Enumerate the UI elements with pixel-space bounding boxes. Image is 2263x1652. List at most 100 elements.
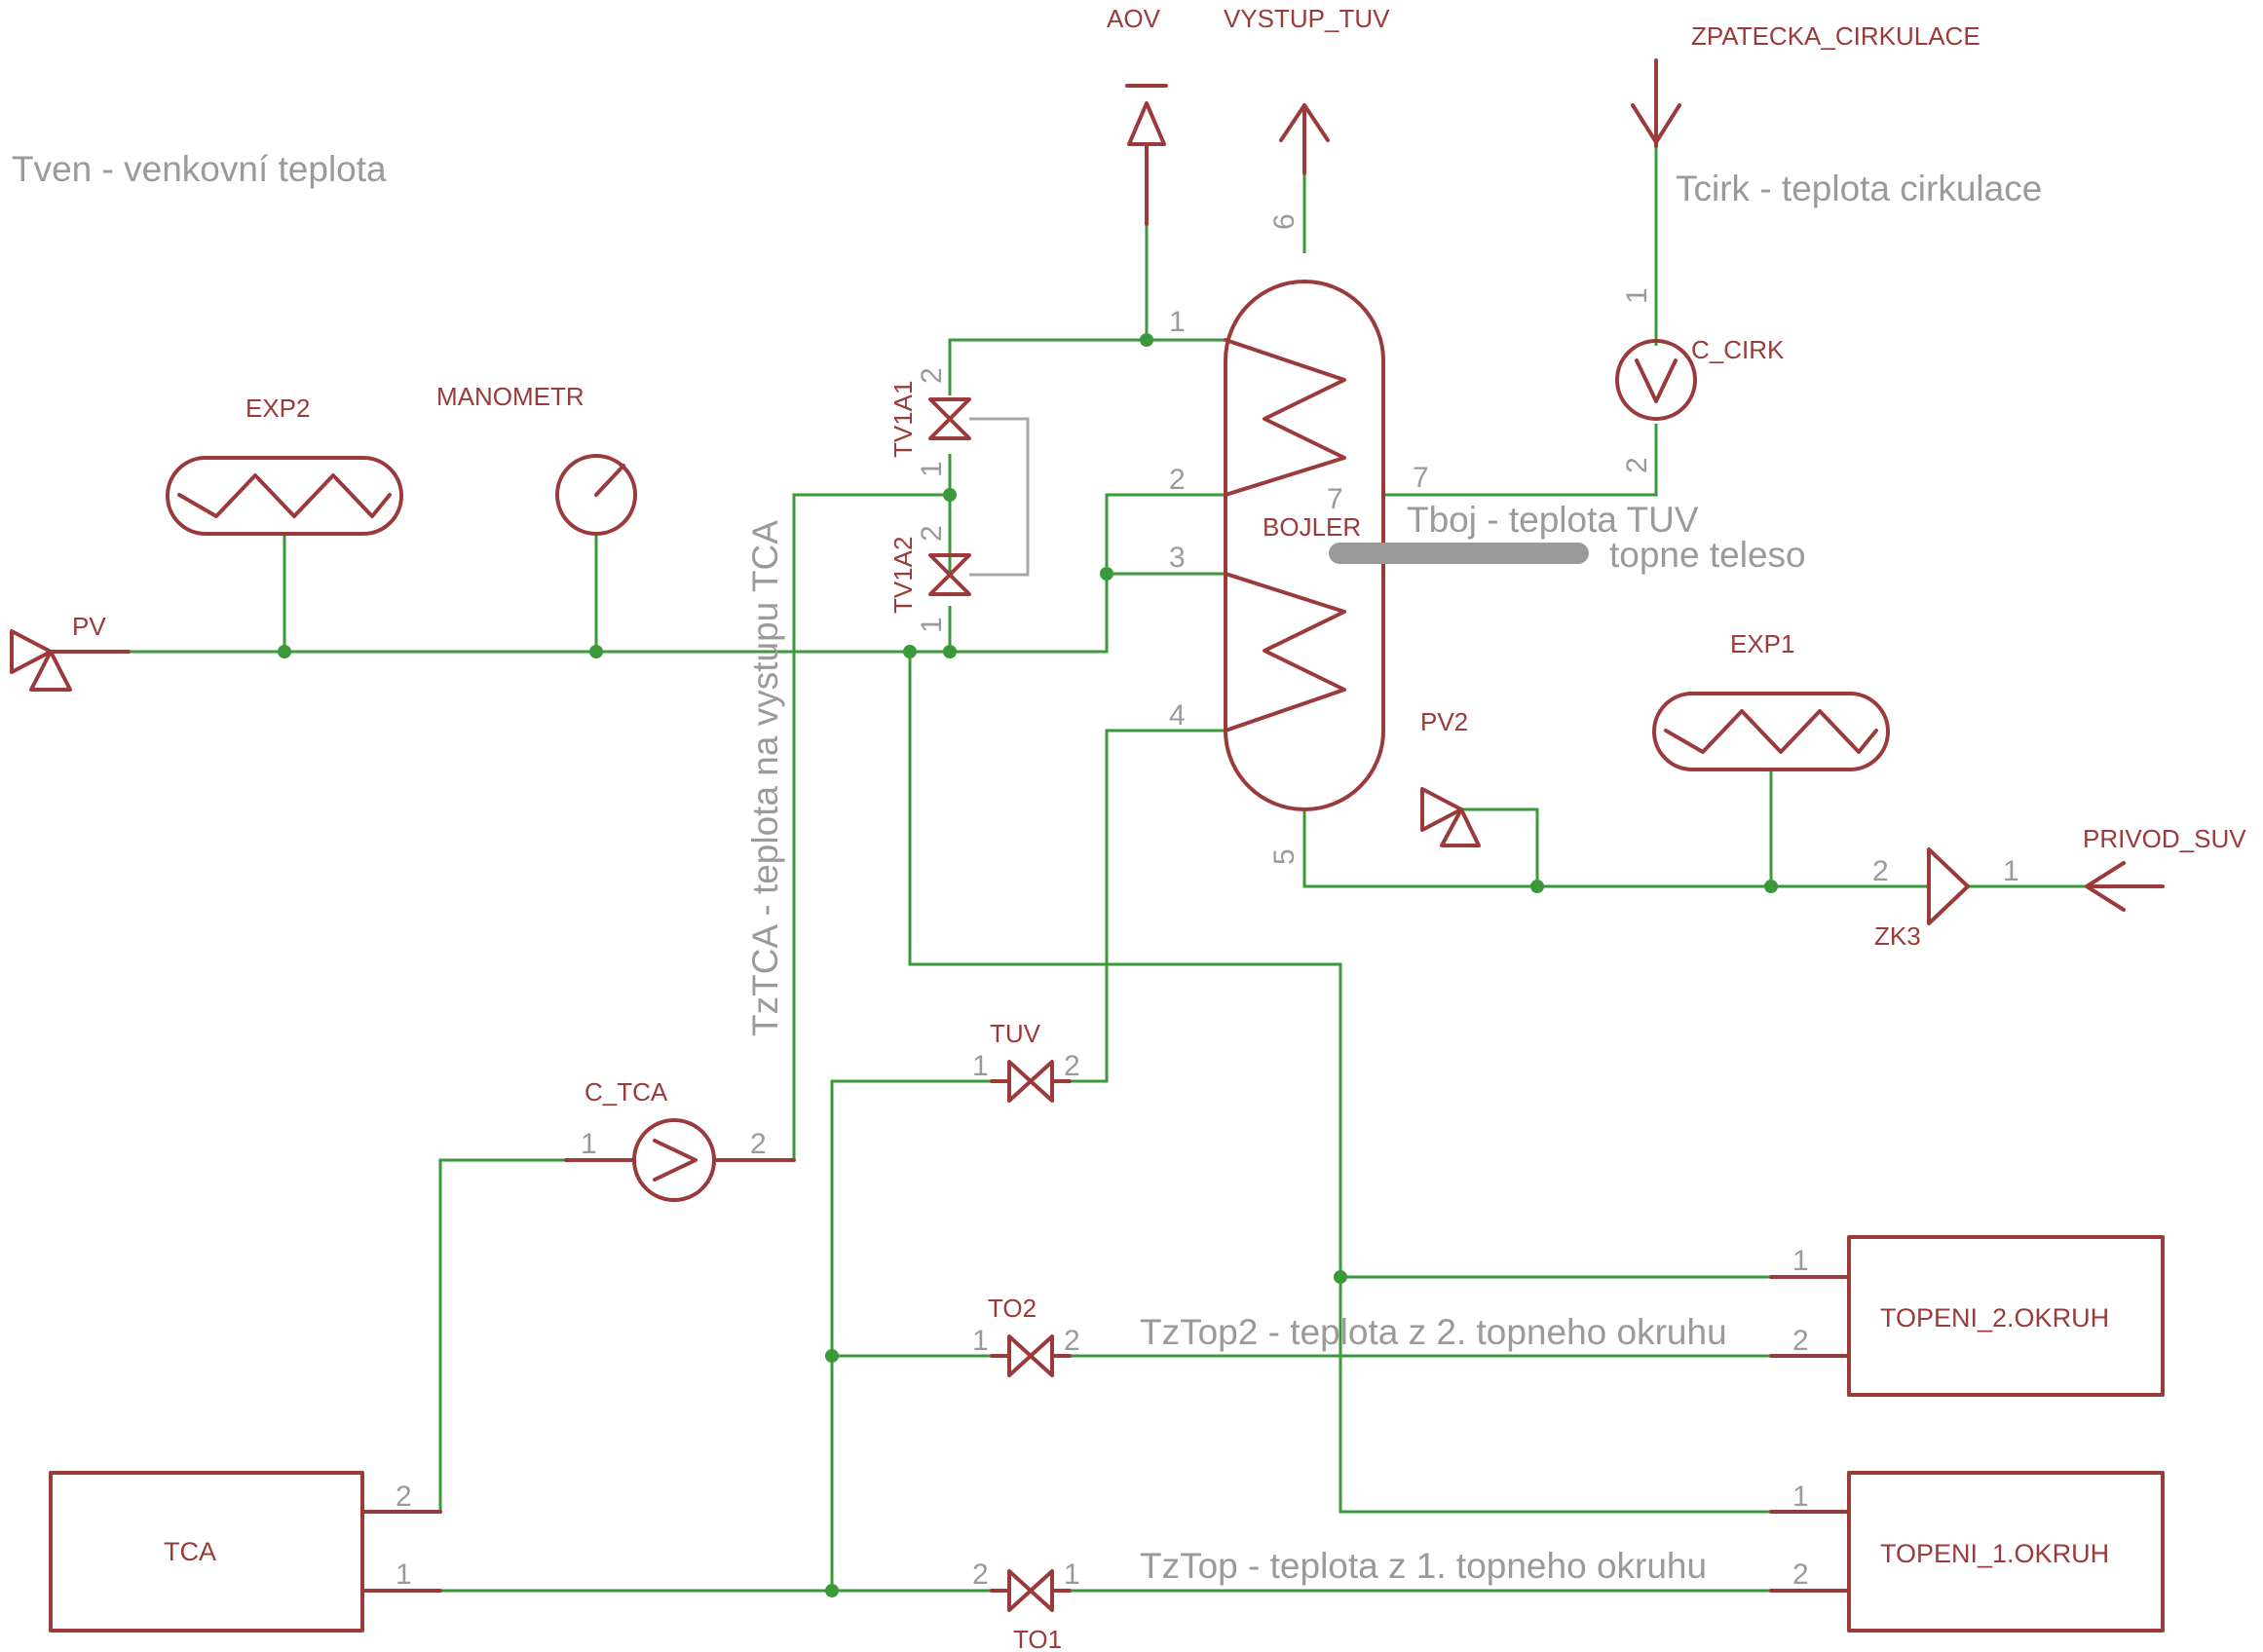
pin-number: 1: [1792, 1481, 1809, 1513]
junction-dot: [278, 645, 291, 658]
label-to1: TO1: [1013, 1625, 1062, 1652]
pv2-valve[interactable]: [1420, 787, 1481, 847]
label-c-cirk: C_CIRK: [1691, 335, 1785, 364]
pin-numbers: 1 2 3 4 7 7 6 5 1 2 2 1 2 1 2 1 1 2 1 2 …: [396, 213, 2019, 1591]
note-tven: Tven - venkovní teplota: [12, 149, 387, 189]
wire-ctca-tca: [362, 1158, 633, 1514]
wires: [129, 146, 2090, 1593]
c-cirk-pump[interactable]: [1615, 339, 1697, 421]
pin-number: 1: [1169, 306, 1186, 338]
note-tboj: Tboj - teplota TUV: [1407, 500, 1699, 540]
pin-number: 1: [2003, 855, 2019, 887]
bojler-symbol[interactable]: [1224, 280, 1385, 811]
pin-number: 1: [916, 461, 948, 477]
c-tca-pump[interactable]: [564, 1118, 796, 1202]
pin-number: 2: [916, 525, 948, 542]
exp1-symbol[interactable]: [1652, 692, 1890, 771]
junction-dot: [1334, 1270, 1347, 1284]
tca-block[interactable]: [49, 1471, 442, 1633]
pin-number: 4: [1169, 699, 1186, 732]
pin-number: 2: [750, 1128, 767, 1160]
pin-number: 1: [581, 1128, 597, 1160]
note-tztop2: TzTop2 - teplota z 2. topneho okruhu: [1140, 1312, 1727, 1352]
junction-dot: [1100, 567, 1113, 581]
pin-number: 2: [396, 1481, 412, 1513]
pin-number: 2: [1064, 1325, 1080, 1357]
zk3-check-valve[interactable]: [1927, 847, 1970, 925]
privod-suv-arrow[interactable]: [2085, 861, 2165, 912]
aov-symbol[interactable]: [1125, 84, 1168, 226]
junction-dot: [1140, 333, 1153, 347]
tv1a1-valve[interactable]: [928, 397, 971, 440]
junction-dot: [589, 645, 603, 658]
label-vystup-tuv: VYSTUP_TUV: [1224, 4, 1390, 33]
pin-number: 1: [1621, 287, 1653, 304]
pin-number: 2: [916, 367, 948, 384]
label-tca: TCA: [164, 1537, 216, 1566]
junction-dot: [943, 488, 957, 502]
to2-valve[interactable]: [990, 1334, 1072, 1377]
pin-number: 2: [1064, 1050, 1080, 1082]
pin-number: 2: [1792, 1558, 1809, 1591]
pin-number: 2: [1169, 464, 1186, 496]
topeni-2-block[interactable]: [1769, 1235, 2165, 1397]
pin-number: 2: [1621, 457, 1653, 473]
zpatecka-arrow[interactable]: [1631, 58, 1681, 148]
junction-dot: [825, 1349, 839, 1363]
vystup-tuv-arrow[interactable]: [1279, 103, 1330, 175]
pin-number: 1: [396, 1558, 412, 1591]
pin-number: 1: [972, 1050, 989, 1082]
topeni-1-block[interactable]: [1769, 1471, 2165, 1633]
wire-pv2: [1461, 807, 1539, 886]
valve-actuator-link: [969, 417, 1030, 577]
note-tcirk: Tcirk - teplota cirkulace: [1676, 169, 2042, 208]
label-topeni-2: TOPENI_2.OKRUH: [1880, 1303, 2109, 1333]
pin-number: 1: [1064, 1558, 1080, 1591]
junctions: [278, 333, 1778, 1597]
pin-number: 2: [1792, 1325, 1809, 1357]
pin-number: 1: [916, 617, 948, 633]
pin-number: 7: [1327, 483, 1343, 515]
pv-valve[interactable]: [10, 629, 131, 692]
to1-valve[interactable]: [990, 1569, 1072, 1612]
label-manometr: MANOMETR: [436, 382, 585, 411]
note-tztca: TzTCA - teplota na vystupu TCA: [745, 520, 785, 1036]
pin-number: 2: [972, 1558, 989, 1591]
tv1a2-valve[interactable]: [928, 553, 971, 596]
label-privod-suv: PRIVOD_SUV: [2083, 824, 2246, 853]
label-to2: TO2: [988, 1294, 1037, 1323]
label-c-tca: C_TCA: [585, 1077, 668, 1107]
pin-number: 2: [1872, 855, 1889, 887]
wire-return-vert: [830, 1079, 992, 1591]
tuv-valve[interactable]: [990, 1060, 1072, 1103]
note-topne-teleso: topne teleso: [1609, 535, 1806, 575]
label-pv2: PV2: [1420, 707, 1468, 736]
label-pv: PV: [72, 612, 106, 641]
label-zpatecka: ZPATECKA_CIRKULACE: [1691, 21, 1980, 51]
note-tztop: TzTop - teplota z 1. topneho okruhu: [1140, 1546, 1707, 1586]
pin-number: 7: [1413, 462, 1429, 494]
label-exp1: EXP1: [1730, 629, 1795, 658]
label-tuv: TUV: [990, 1019, 1041, 1048]
pin-number: 1: [1792, 1245, 1809, 1277]
junction-dot: [825, 1584, 839, 1597]
junction-dot: [903, 645, 917, 658]
pin-number: 6: [1268, 213, 1301, 230]
wire-supply: [908, 652, 1849, 1514]
label-tv1a2: TV1A2: [888, 537, 918, 615]
pin-number: 5: [1268, 848, 1301, 865]
label-exp2: EXP2: [245, 394, 311, 423]
exp2-symbol[interactable]: [166, 456, 403, 536]
pin-number: 1: [972, 1325, 989, 1357]
wire-tv-top: [948, 338, 1226, 395]
label-tv1a1: TV1A1: [888, 381, 918, 459]
wire-pin5: [1302, 808, 1929, 888]
label-bojler: BOJLER: [1263, 512, 1361, 542]
label-aov: AOV: [1107, 4, 1161, 33]
label-zk3: ZK3: [1874, 921, 1921, 951]
junction-dot: [1530, 880, 1544, 893]
wire-pv-main: [129, 493, 1226, 654]
junction-dot: [943, 645, 957, 658]
manometr-symbol[interactable]: [555, 454, 637, 536]
